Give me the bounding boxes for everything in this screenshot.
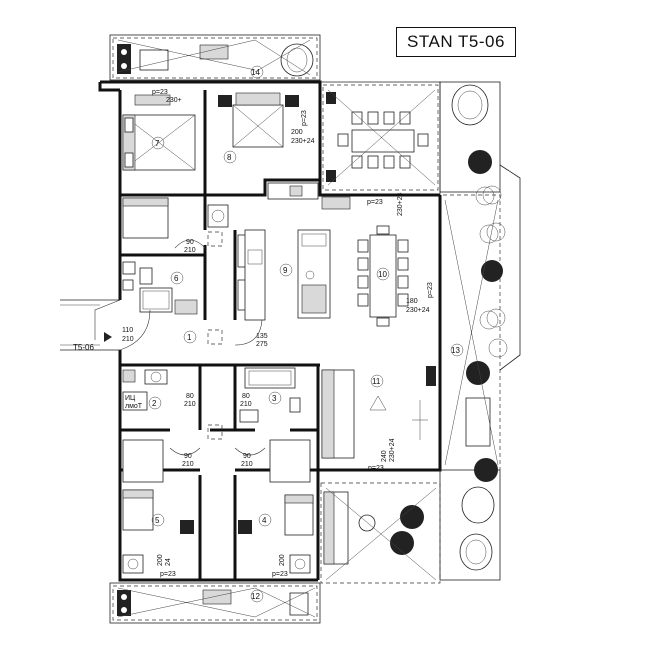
dim-label: 230+ [166, 97, 182, 104]
room-label: 8 [227, 153, 232, 162]
terrace-12: 12 [109, 582, 321, 624]
room-7: 7 [122, 94, 196, 171]
room-5: 5 90 210 200 24 p=23 [122, 439, 201, 578]
entrance-label: T5-06 [73, 343, 94, 352]
dim-label: p=23 [368, 465, 384, 472]
dim-label: 240 [381, 450, 388, 462]
dim-label: 230+24 [389, 438, 396, 462]
terrace-top-right [322, 81, 501, 193]
dim-label: 230+24 [291, 138, 315, 145]
dim-label: p=23 [301, 110, 308, 126]
room-9: 9 p=23 230+24 [244, 182, 404, 321]
entrance: T5-06 110 210 [60, 299, 151, 352]
dim-label: 90 [243, 453, 251, 460]
dim-label: 135 [256, 333, 268, 340]
room-label: 3 [272, 394, 277, 403]
dim-label: 200 [291, 129, 303, 136]
dim-label: 24 [165, 558, 172, 566]
room-label: 13 [451, 346, 460, 355]
room-label: 11 [372, 377, 381, 386]
dim-label: 275 [256, 341, 268, 348]
room-label: 12 [251, 592, 260, 601]
dim-label: 80 [186, 393, 194, 400]
plan-title: STAN T5-06 [396, 27, 516, 57]
misc-label: ИЦ [125, 395, 136, 402]
dim-label: 180 [406, 298, 418, 305]
dim-label: p=23 [427, 282, 434, 298]
dim-label: 210 [240, 401, 252, 408]
dim-label: p=23 [367, 199, 383, 206]
dim-label: 90 [184, 453, 192, 460]
dim-label: p=23 [160, 571, 176, 578]
dim-label: 230+24 [397, 192, 404, 216]
dim-label: 210 [241, 461, 253, 468]
room-label: 7 [155, 139, 160, 148]
room-label: 6 [174, 274, 179, 283]
room-6: 6 [122, 261, 198, 315]
room-3: 3 80 210 [207, 367, 301, 440]
dim-label: 210 [184, 401, 196, 408]
dim-label: 110 [122, 327, 133, 334]
room-10: 10 180 230+24 p=23 [357, 225, 434, 327]
dim-label: 210 [184, 247, 196, 254]
room-2: ИЦ лмоТ 2 80 210 [122, 369, 196, 411]
room-label: 9 [283, 266, 288, 275]
terrace-13: 13 [443, 164, 521, 482]
dim-label: 210 [122, 336, 134, 343]
terrace-14 [109, 34, 321, 81]
dim-label: 200 [279, 554, 286, 566]
misc-label: лмоТ [125, 403, 143, 410]
room-label: 5 [155, 516, 160, 525]
dim-label: 80 [242, 393, 250, 400]
room-8: 8 p=23 230+ 200 230+24 p=23 [152, 89, 315, 164]
room-4: 4 90 210 p=23 200 [234, 439, 314, 578]
room-label: 1 [187, 333, 192, 342]
room-11: 11 240 230+24 p=23 [321, 366, 436, 472]
closet-area: 90 210 [122, 197, 229, 254]
dim-label: 90 [186, 239, 194, 246]
room-label: 14 [251, 68, 260, 77]
terrace-bottom-right [320, 469, 501, 584]
dim-label: 230+24 [406, 307, 430, 314]
room-label: 2 [152, 399, 157, 408]
room-label: 10 [378, 270, 387, 279]
dim-label: p=23 [272, 571, 288, 578]
dim-label: 210 [182, 461, 194, 468]
dim-label: p=23 [152, 89, 168, 96]
room-label: 4 [262, 516, 267, 525]
dim-label: 200 [157, 554, 164, 566]
